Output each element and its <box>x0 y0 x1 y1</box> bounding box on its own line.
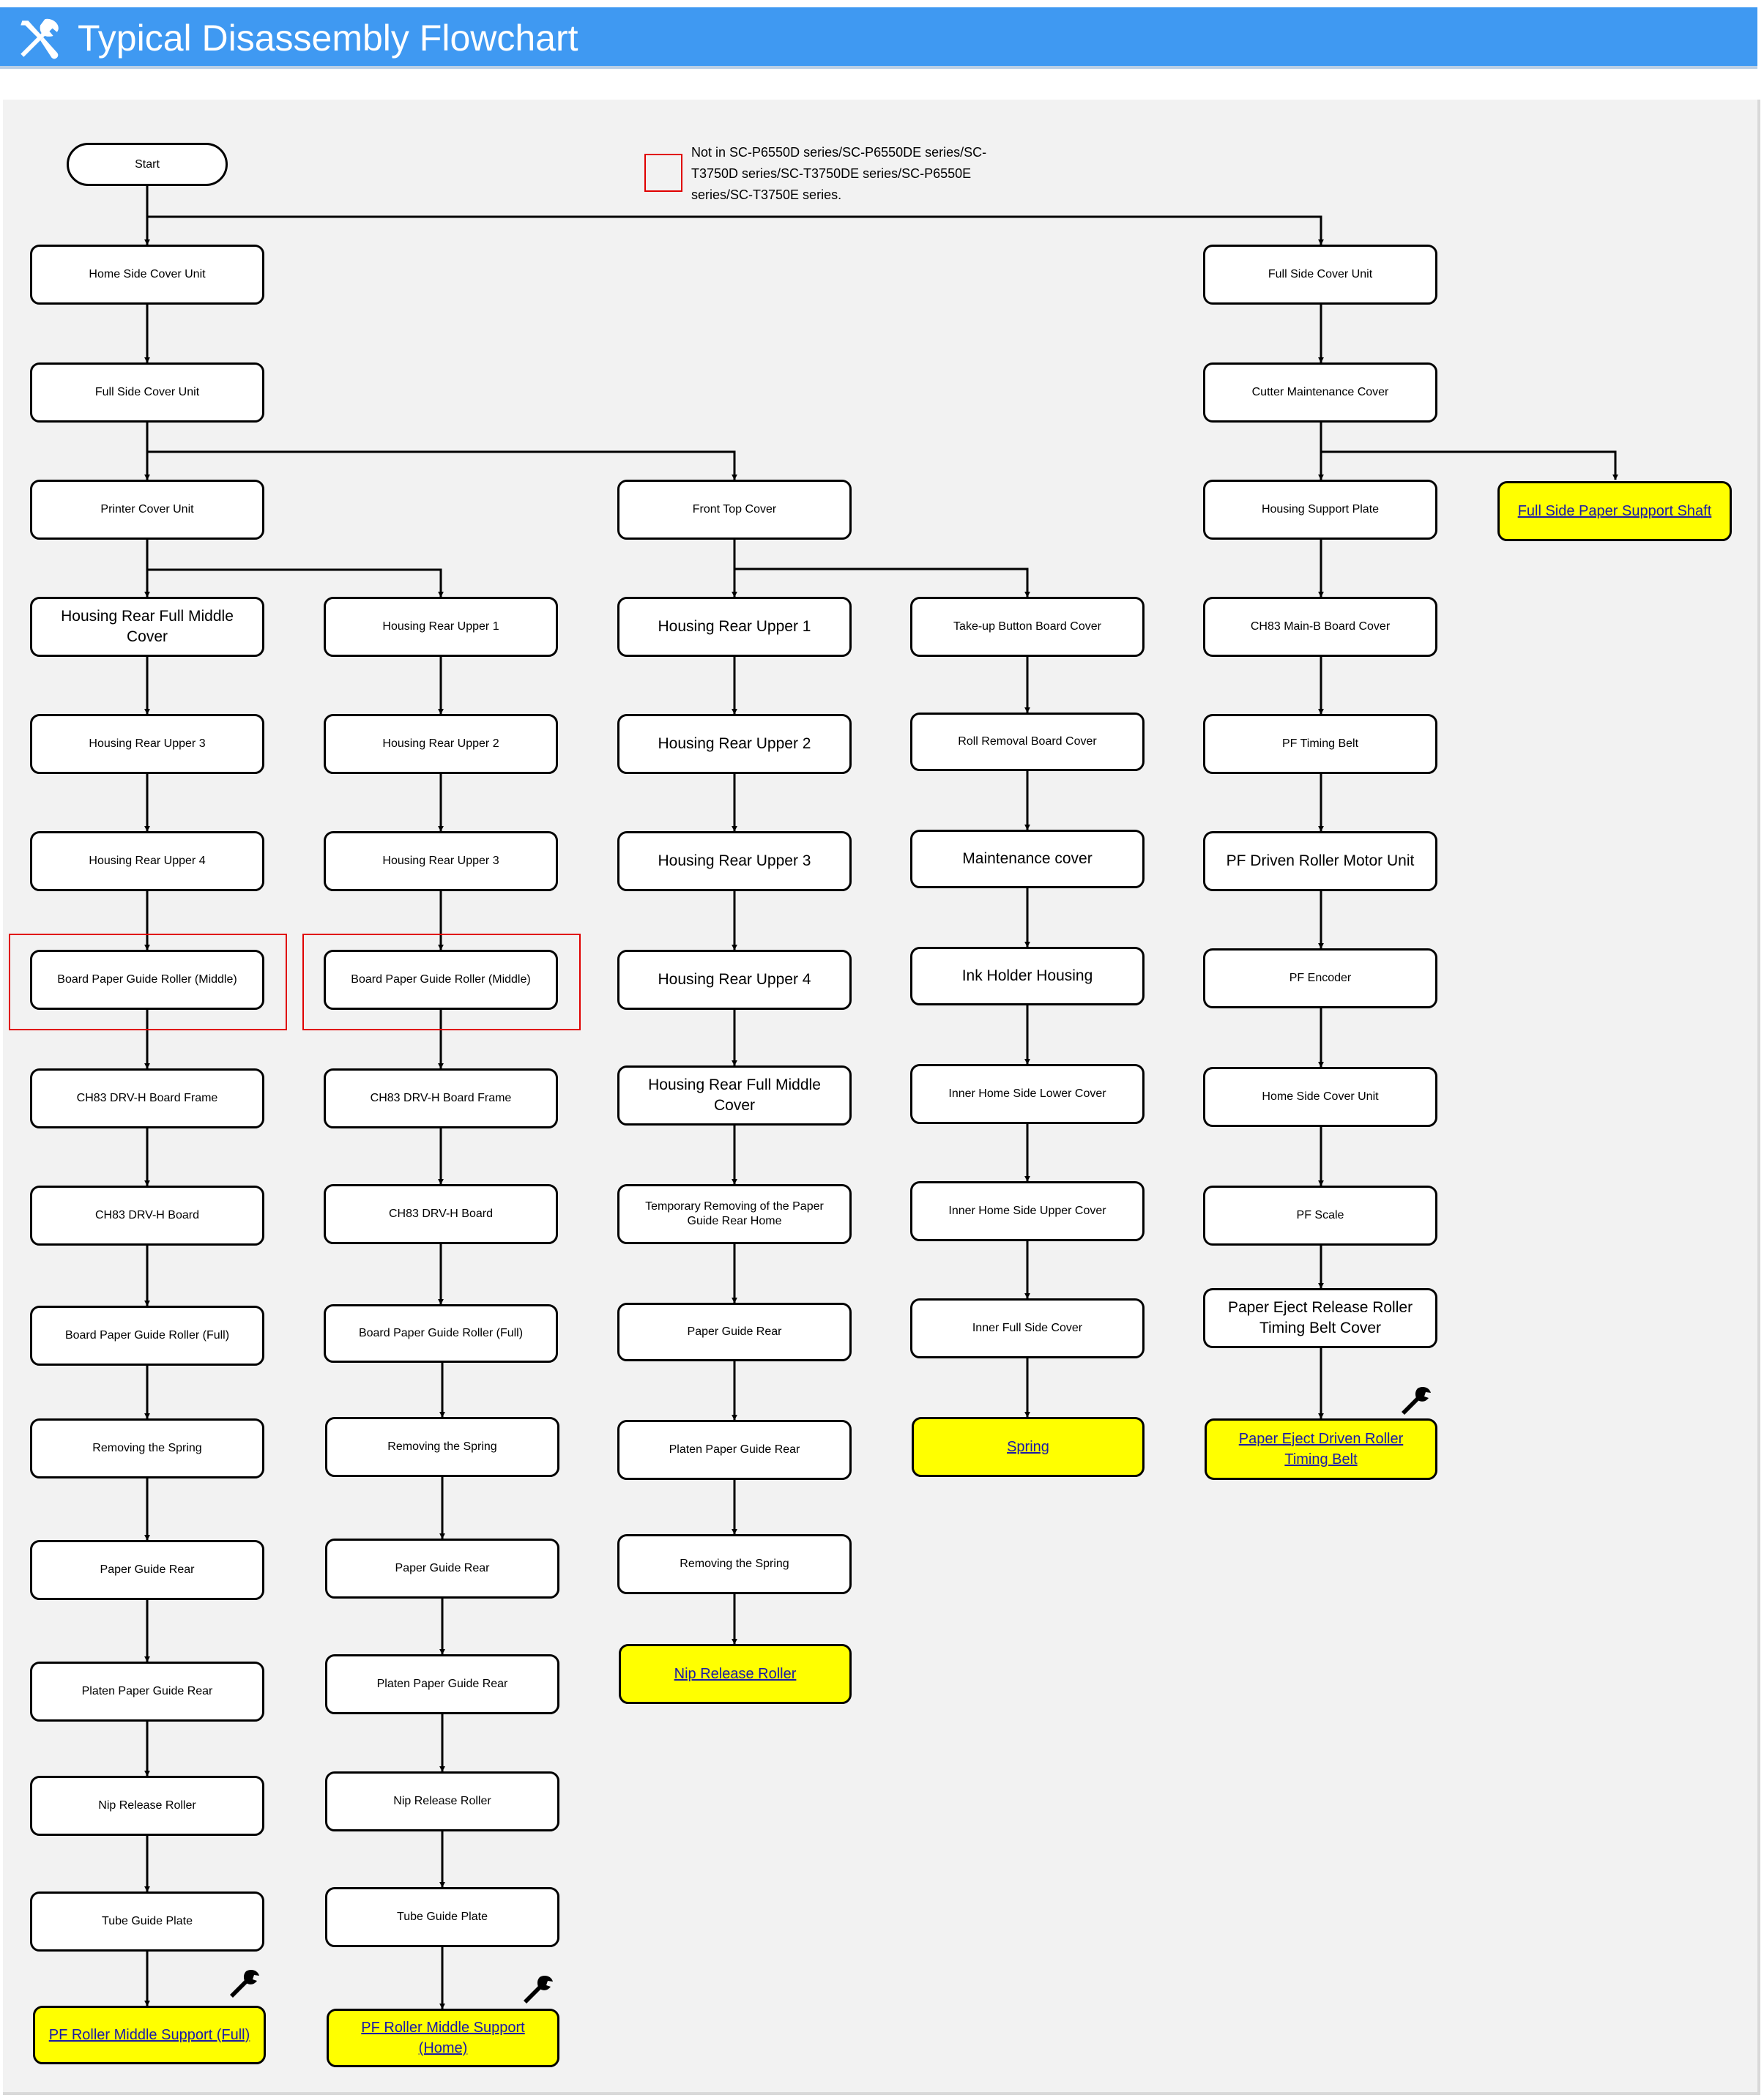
legend-line-1: Not in SC-P6550D series/SC-P6550DE serie… <box>691 145 987 160</box>
step-housing-rear-upper-3: Housing Rear Upper 3 <box>30 714 264 774</box>
flowchart-canvas <box>3 100 1760 2095</box>
end-link-full-side-paper-support-shaft[interactable]: Full Side Paper Support Shaft <box>1497 481 1732 541</box>
legend-swatch <box>644 154 682 192</box>
step-nip-release-roller: Nip Release Roller <box>30 1776 264 1836</box>
step-paper-guide-rear: Paper Guide Rear <box>30 1540 264 1600</box>
end-link-pf-roller-middle-support-home[interactable]: PF Roller Middle Support (Home) <box>327 2009 559 2067</box>
step-housing-rear-upper-3: Housing Rear Upper 3 <box>324 831 558 891</box>
step-ch83-mainb-board-cover: CH83 Main-B Board Cover <box>1203 597 1437 657</box>
step-full-side-cover-unit: Full Side Cover Unit <box>30 362 264 423</box>
wrench-icon <box>230 1970 259 1998</box>
end-link-spring[interactable]: Spring <box>912 1417 1145 1477</box>
step-inner-home-side-upper-cover: Inner Home Side Upper Cover <box>910 1181 1145 1241</box>
end-link-paper-eject-driven-roller-timing-belt[interactable]: Paper Eject Driven Roller Timing Belt <box>1205 1418 1437 1480</box>
step-paper-guide-rear: Paper Guide Rear <box>617 1303 852 1361</box>
step-board-paper-guide-roller-full: Board Paper Guide Roller (Full) <box>30 1306 264 1366</box>
step-maintenance-cover: Maintenance cover <box>910 830 1145 888</box>
step-pf-driven-roller-motor-unit: PF Driven Roller Motor Unit <box>1203 831 1437 891</box>
legend-line-2: T3750D series/SC-T3750DE series/SC-P6550… <box>691 166 972 181</box>
step-platen-paper-guide-rear: Platen Paper Guide Rear <box>617 1420 852 1480</box>
step-cutter-maintenance-cover: Cutter Maintenance Cover <box>1203 362 1437 423</box>
tools-icon <box>21 18 59 59</box>
step-ch83-drvh-board-frame: CH83 DRV-H Board Frame <box>30 1068 264 1128</box>
step-full-side-cover-unit: Full Side Cover Unit <box>1203 245 1437 305</box>
step-housing-rear-upper-1: Housing Rear Upper 1 <box>324 597 558 657</box>
not-in-series-box <box>9 934 287 1030</box>
step-pf-scale: PF Scale <box>1203 1186 1437 1246</box>
step-board-paper-guide-roller-full: Board Paper Guide Roller (Full) <box>324 1304 558 1363</box>
page-header: Typical Disassembly Flowchart <box>0 7 1757 69</box>
step-housing-rear-upper-4: Housing Rear Upper 4 <box>617 950 852 1010</box>
step-ink-holder-housing: Ink Holder Housing <box>910 947 1145 1005</box>
step-removing-the-spring: Removing the Spring <box>617 1534 852 1594</box>
step-home-side-cover-unit: Home Side Cover Unit <box>30 245 264 305</box>
step-nip-release-roller: Nip Release Roller <box>325 1771 559 1831</box>
step-tube-guide-plate: Tube Guide Plate <box>325 1887 559 1947</box>
step-housing-rear-full-middle-cover: Housing Rear Full Middle Cover <box>617 1065 852 1126</box>
step-paper-guide-rear: Paper Guide Rear <box>325 1539 559 1599</box>
end-link-pf-roller-middle-support-full[interactable]: PF Roller Middle Support (Full) <box>33 2006 266 2064</box>
wrench-icon <box>1402 1387 1431 1415</box>
step-housing-rear-upper-3: Housing Rear Upper 3 <box>617 831 852 891</box>
step-removing-the-spring: Removing the Spring <box>30 1418 264 1478</box>
step-ch83-drvh-board: CH83 DRV-H Board <box>324 1184 558 1244</box>
step-pf-encoder: PF Encoder <box>1203 948 1437 1008</box>
step-removing-the-spring: Removing the Spring <box>325 1417 559 1477</box>
step-paper-eject-release-roller-timing-belt-cover: Paper Eject Release Roller Timing Belt C… <box>1203 1288 1437 1348</box>
step-tube-guide-plate: Tube Guide Plate <box>30 1891 264 1952</box>
step-housing-rear-upper-1: Housing Rear Upper 1 <box>617 597 852 657</box>
step-ch83-drvh-board-frame: CH83 DRV-H Board Frame <box>324 1068 558 1128</box>
step-board-paper-guide-roller-middle: Board Paper Guide Roller (Middle) <box>324 950 558 1010</box>
step-pf-timing-belt: PF Timing Belt <box>1203 714 1437 774</box>
step-board-paper-guide-roller-middle: Board Paper Guide Roller (Middle) <box>30 950 264 1010</box>
step-roll-removal-board-cover: Roll Removal Board Cover <box>910 713 1145 771</box>
step-inner-home-side-lower-cover: Inner Home Side Lower Cover <box>910 1064 1145 1124</box>
step-platen-paper-guide-rear: Platen Paper Guide Rear <box>325 1654 559 1714</box>
legend-line-3: series/SC-T3750E series. <box>691 187 842 202</box>
step-platen-paper-guide-rear: Platen Paper Guide Rear <box>30 1662 264 1722</box>
step-front-top-cover: Front Top Cover <box>617 480 852 540</box>
step-printer-cover-unit: Printer Cover Unit <box>30 480 264 540</box>
step-ch83-drvh-board: CH83 DRV-H Board <box>30 1186 264 1246</box>
step-housing-rear-upper-4: Housing Rear Upper 4 <box>30 831 264 891</box>
start-node: Start <box>67 143 228 186</box>
step-temporary-removing-paper-guide-rear-home: Temporary Removing of the Paper Guide Re… <box>617 1184 852 1244</box>
legend-note: Not in SC-P6550D series/SC-P6550DE serie… <box>691 142 1013 206</box>
step-takeup-button-board-cover: Take-up Button Board Cover <box>910 597 1145 657</box>
wrench-icon <box>524 1976 553 2004</box>
step-housing-rear-upper-2: Housing Rear Upper 2 <box>324 714 558 774</box>
step-housing-support-plate: Housing Support Plate <box>1203 480 1437 540</box>
step-home-side-cover-unit: Home Side Cover Unit <box>1203 1067 1437 1127</box>
page-title: Typical Disassembly Flowchart <box>78 18 578 59</box>
end-link-nip-release-roller[interactable]: Nip Release Roller <box>619 1644 852 1704</box>
step-housing-rear-full-middle-cover: Housing Rear Full Middle Cover <box>30 597 264 657</box>
step-inner-full-side-cover: Inner Full Side Cover <box>910 1298 1145 1358</box>
not-in-series-box <box>302 934 581 1030</box>
step-housing-rear-upper-2: Housing Rear Upper 2 <box>617 714 852 774</box>
